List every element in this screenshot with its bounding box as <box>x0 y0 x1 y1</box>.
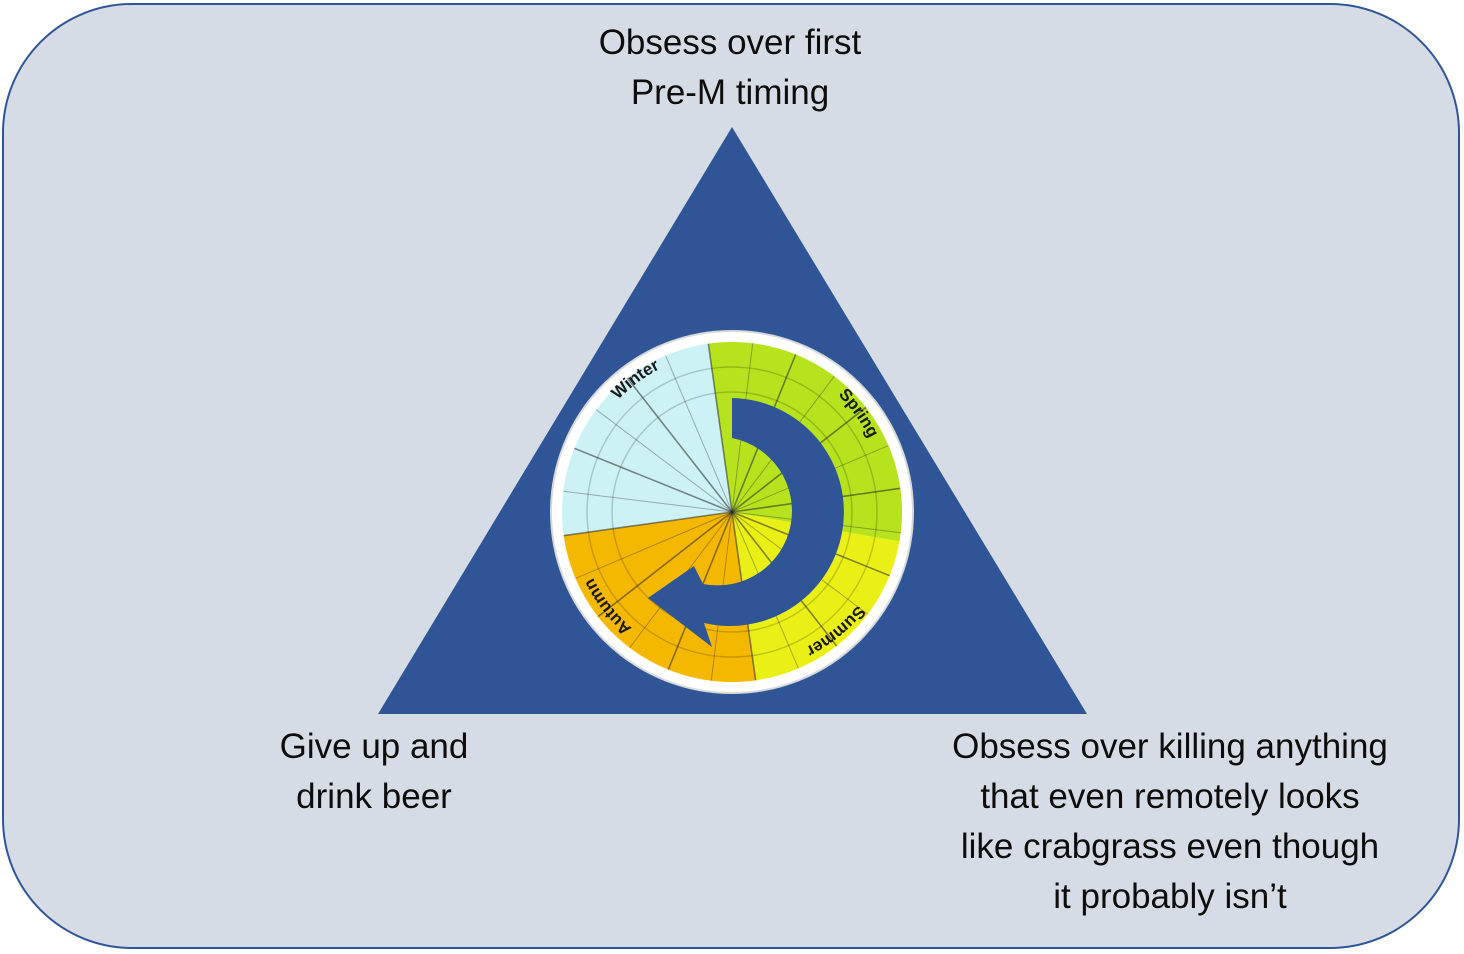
vertex-label-left-line: drink beer <box>296 777 452 816</box>
vertex-label-left-line: Give up and <box>279 727 469 766</box>
vertex-label-top-line: Pre-M timing <box>630 73 830 112</box>
vertex-label-left: Give up and drink beer <box>224 722 524 822</box>
vertex-label-right-line: like crabgrass even though <box>960 827 1380 866</box>
wheel-spoke <box>563 490 733 513</box>
vertex-label-top-line: Obsess over first <box>598 23 862 62</box>
wheel-spoke <box>665 355 733 513</box>
vertex-label-right-line: it probably isn’t <box>1053 877 1287 916</box>
wheel-segment-winter <box>562 343 732 536</box>
wheel-ring <box>586 366 878 658</box>
wheel-segment-summer <box>732 512 900 681</box>
wheel-spoke <box>626 377 733 513</box>
wheel-spoke <box>597 511 733 618</box>
cycle-arrow <box>648 398 844 647</box>
wheel-spoke <box>563 511 733 537</box>
wheel-spoke <box>595 409 733 513</box>
wheel-spoke <box>574 447 733 513</box>
wheel-ring <box>611 391 853 633</box>
vertex-label-top: Obsess over first Pre-M timing <box>480 18 980 118</box>
wheel-spoke <box>575 511 733 579</box>
vertex-label-right: Obsess over killing anything that even r… <box>900 722 1440 922</box>
wheel-spoke <box>707 343 733 513</box>
vertex-label-right-line: that even remotely looks <box>980 777 1360 816</box>
vertex-label-right-line: Obsess over killing anything <box>952 727 1388 766</box>
